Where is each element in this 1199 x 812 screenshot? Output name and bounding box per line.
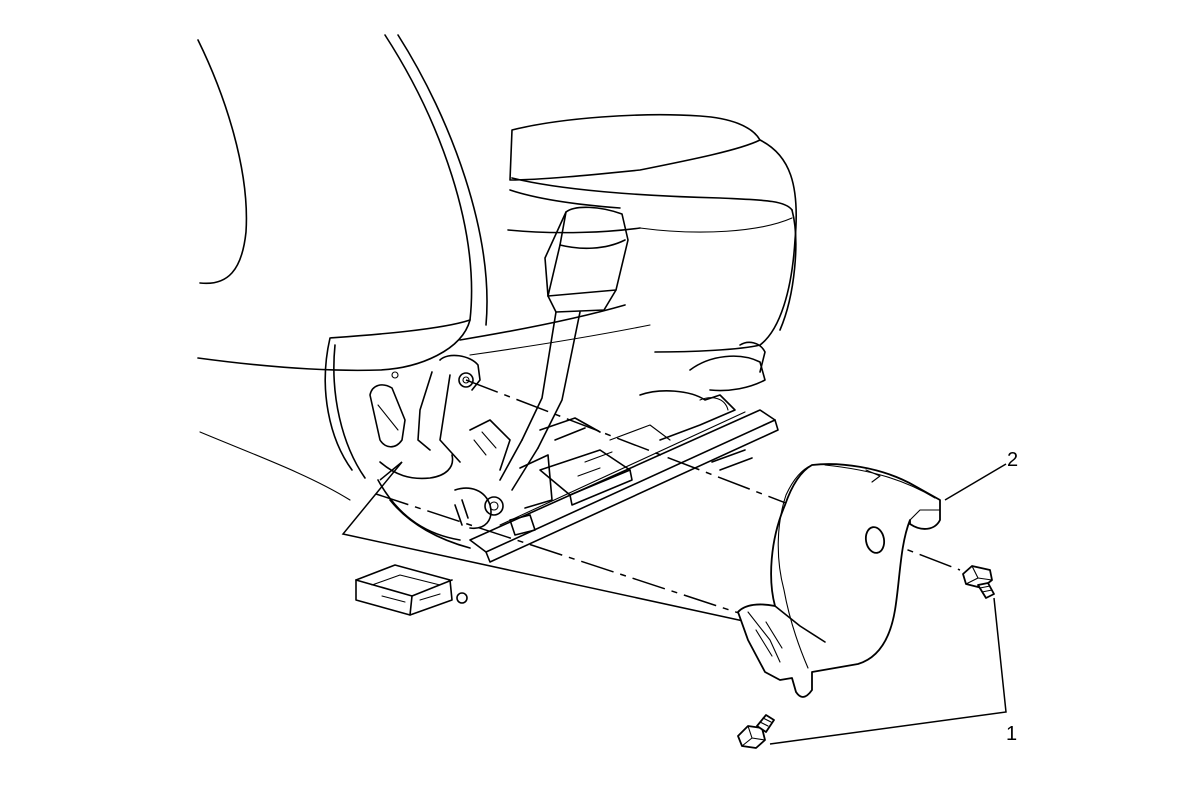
guide-triangle [341,461,749,623]
seat-back [197,34,488,501]
recliner-cover [737,463,941,698]
seat-rail-foot-bracket [355,564,468,616]
leader-line-1 [769,597,1007,745]
seat-frame-mechanism [369,354,511,549]
seat-belt-buckle [499,206,629,491]
callout-2: 2 [1007,449,1018,471]
seat-cushion [459,113,798,356]
leader-lines [769,463,1007,745]
callout-1: 1 [1006,723,1017,745]
leader-line-2 [944,463,1007,501]
bolt-lower [737,714,775,749]
bolt-upper [962,565,995,599]
seat-adjuster-rail [469,341,779,563]
